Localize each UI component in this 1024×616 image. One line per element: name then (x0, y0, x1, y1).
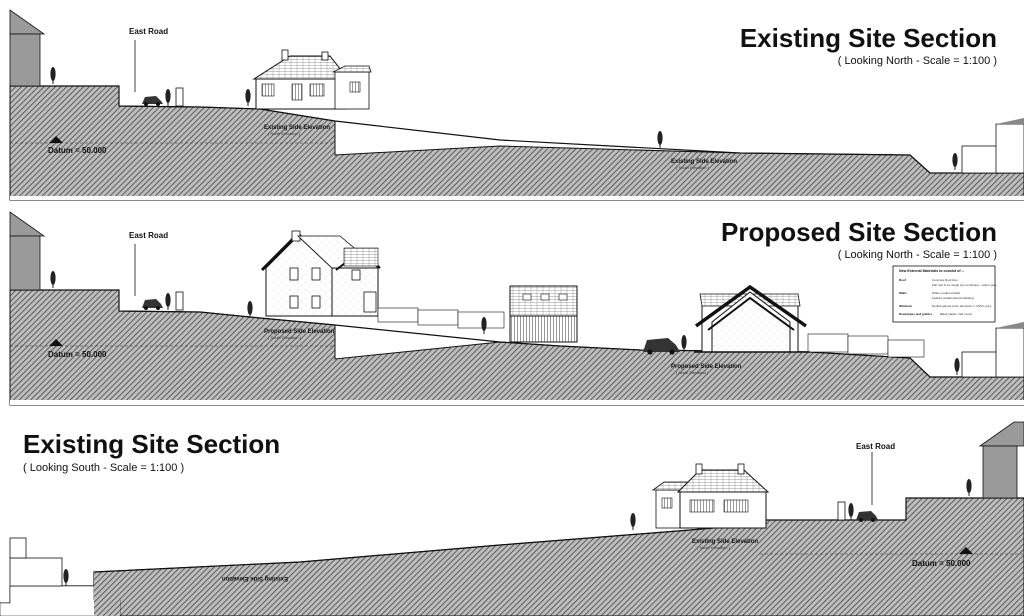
note-text: Flat roof to be single ply membrane - co… (932, 283, 997, 287)
tree-icon (164, 88, 172, 107)
ground-line (10, 85, 1024, 174)
sign-icon (837, 501, 846, 521)
section-title: Existing Site Section (23, 429, 280, 459)
note-key: Roof (899, 278, 906, 282)
note-text: Concrete Roof tiles (932, 278, 958, 282)
existing-bungalow (252, 49, 372, 110)
section-subtitle: ( Looking South - Scale = 1:100 ) (23, 462, 184, 474)
fence (377, 307, 925, 358)
proposed-garage (509, 285, 578, 343)
car-icon (142, 96, 163, 106)
datum-label: Datum = 50.000 (48, 146, 107, 155)
note-key: Windows (899, 304, 912, 308)
proposed-dwelling-2 (694, 284, 810, 353)
datum-label: Datum = 50.000 (912, 559, 971, 568)
note-key: Walls (899, 291, 907, 295)
datum-marker (959, 547, 973, 554)
note-text: White rendered walls (932, 291, 961, 295)
car-icon (856, 511, 878, 522)
neighbour-house-left (9, 9, 46, 87)
elevation-label: Proposed Side Elevation (671, 364, 742, 370)
section-subtitle: ( Looking North - Scale = 1:100 ) (838, 249, 997, 261)
neighbour-house-right (978, 421, 1024, 499)
note-text: Black plastic, half round (940, 312, 972, 316)
tree-icon (244, 88, 252, 107)
elevation-sublabel: ( North Elevation ) (268, 131, 301, 136)
tree-icon (49, 66, 57, 85)
neighbour-house-right (961, 118, 1024, 174)
elevation-sublabel: ( South Elevation ) (697, 545, 731, 550)
tree-icon (49, 270, 57, 289)
tree-icon (680, 334, 688, 353)
elevation-sublabel: ( South Elevation ) (676, 165, 710, 170)
notes-title: New External Materials to consist of :- (899, 269, 965, 273)
road-label: East Road (129, 231, 168, 240)
section-existing-north: Existing Site Section ( Looking North - … (9, 9, 1024, 201)
section-title: Proposed Site Section (721, 217, 997, 247)
proposed-dwelling-1 (260, 230, 381, 317)
note-key: Downpipes and gutters (899, 312, 933, 316)
datum-marker (49, 136, 63, 143)
sign-icon (175, 291, 184, 311)
existing-bungalow-south (651, 463, 770, 529)
datum-marker (49, 339, 63, 346)
tree-icon (164, 292, 172, 311)
section-title: Existing Site Section (740, 23, 997, 53)
elevation-sublabel: ( South Elevation ) (268, 335, 302, 340)
tree-icon (62, 568, 70, 587)
ground-line (10, 289, 1024, 378)
section-subtitle: ( Looking North - Scale = 1:100 ) (838, 55, 997, 67)
materials-notes-box: New External Materials to consist of :- … (892, 265, 997, 323)
elevation-label-inverted: Existing Side Elevation (222, 575, 288, 581)
elevation-label: Existing Side Elevation (264, 125, 330, 131)
tree-icon (965, 478, 973, 497)
neighbour-building-left (9, 537, 63, 587)
road-label: East Road (129, 27, 168, 36)
tree-icon (656, 130, 664, 149)
tree-icon (953, 357, 961, 376)
sign-icon (175, 87, 184, 107)
elevation-label: Existing Side Elevation (671, 159, 737, 165)
elevation-label: Existing Side Elevation (692, 539, 758, 545)
car-icon (643, 338, 680, 355)
elevation-label: Proposed Side Elevation (264, 329, 335, 335)
tree-icon (951, 152, 959, 171)
neighbour-house-right (961, 322, 1024, 378)
tree-icon (847, 502, 855, 521)
tree-icon (480, 316, 488, 335)
tree-icon (629, 512, 637, 531)
car-icon (142, 299, 163, 310)
neighbour-house-left (9, 211, 46, 291)
elevation-sublabel: ( North Elevation ) (676, 370, 709, 375)
road-label: East Road (856, 442, 895, 451)
note-text: Double glazed units, aluminium / UPVC gr… (932, 304, 992, 308)
note-text: Feature weatherboard cladding (932, 296, 974, 300)
section-proposed-north: New External Materials to consist of :- … (9, 211, 1024, 406)
tree-icon (246, 300, 254, 319)
datum-label: Datum = 50.000 (48, 350, 107, 359)
section-existing-south: Existing Site Section ( Looking South - … (0, 421, 1024, 616)
